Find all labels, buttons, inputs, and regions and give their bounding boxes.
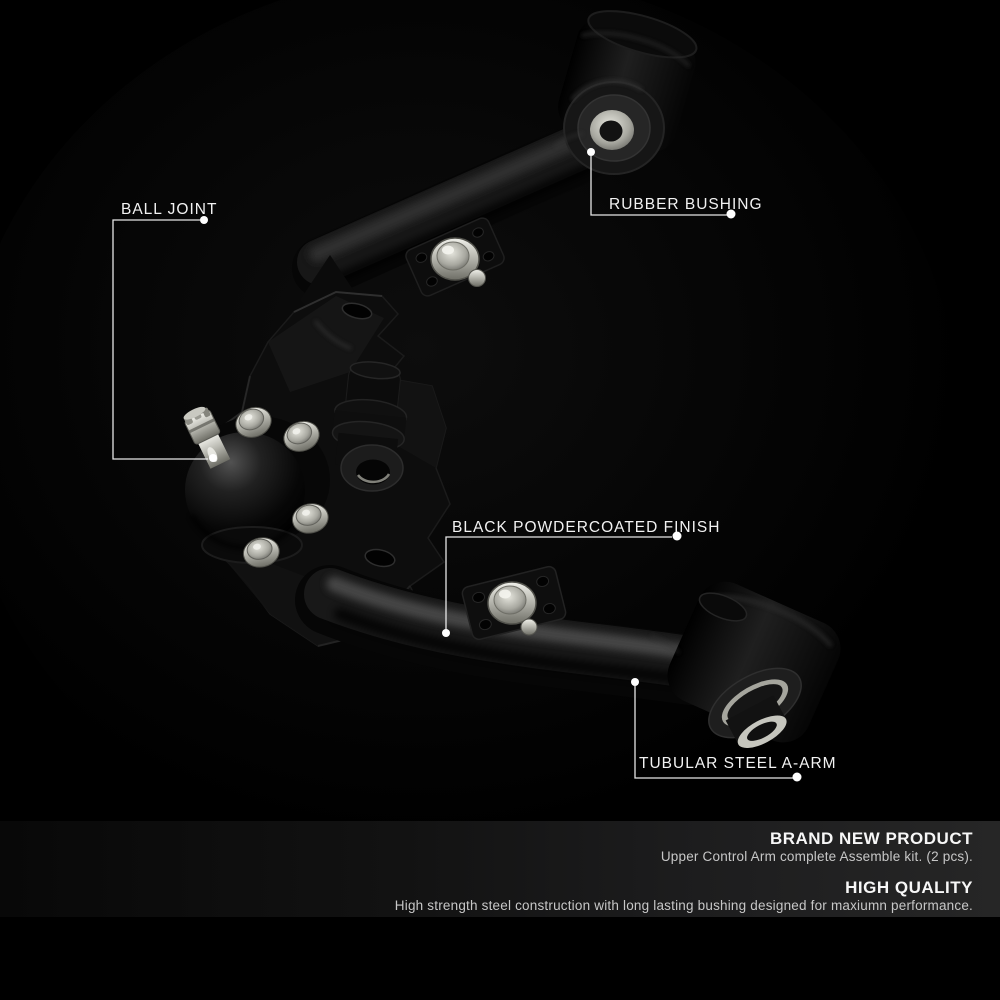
callout-label-ball-joint: BALL JOINT [121, 201, 218, 218]
footer-panel: BRAND NEW PRODUCT Upper Control Arm comp… [0, 821, 1000, 917]
footer-title-high-quality: HIGH QUALITY [845, 878, 973, 897]
footer-title-brand-new-product: BRAND NEW PRODUCT [769, 829, 973, 848]
upper-bracket-bolt [430, 237, 486, 287]
upper-mount-bracket [405, 217, 505, 297]
hex-bolts [235, 406, 329, 568]
footer-description-brand-new-product: Upper Control Arm complete Assemble kit.… [660, 849, 973, 864]
ball-joint-stud [183, 406, 231, 469]
callout-line-ball-joint [112, 219, 208, 460]
front-bushing [331, 361, 408, 492]
bracket-bottom-hole [364, 548, 396, 568]
callout-lines [112, 156, 793, 779]
callout-line-tubular [634, 686, 793, 779]
lower-mount-bracket [461, 565, 567, 641]
lower-bracket-bolt [487, 581, 538, 636]
weld-seams [314, 132, 680, 654]
callout-label-black-powdercoated-finish: BLACK POWDERCOATED FINISH [452, 519, 721, 536]
callout-line-powdercoat [445, 536, 672, 630]
footer-text-block: BRAND NEW PRODUCT Upper Control Arm comp… [395, 830, 973, 913]
callout-label-rubber-bushing: RUBBER BUSHING [609, 196, 763, 213]
upper-arm-tube [292, 120, 615, 330]
bracket-top-hole [341, 302, 373, 320]
lower-rubber-bushing [667, 581, 841, 748]
callout-dots [200, 148, 802, 782]
callout-line-rubber-bushing [590, 156, 727, 216]
callout-label-tubular-steel-a-arm: TUBULAR STEEL A-ARM [639, 755, 837, 772]
footer-description-high-quality: High strength steel construction with lo… [394, 898, 973, 913]
